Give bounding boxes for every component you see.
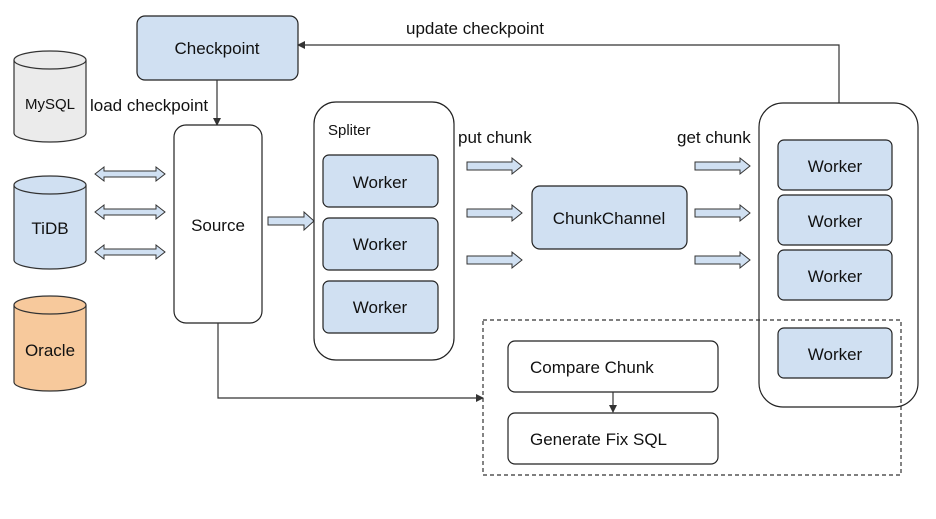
source-to-compare-arrow [217,323,484,402]
generate-fix-sql-box [507,412,719,465]
put-chunk-arrow-2 [466,203,523,223]
pool-worker-2 [777,194,893,246]
pool-worker-2-label: Worker [808,212,863,231]
put-chunk-label: put chunk [458,128,532,147]
compare-chunk-label: Compare Chunk [530,358,654,377]
load-checkpoint-label: load checkpoint [90,96,208,115]
pool-worker-4-label: Worker [808,345,863,364]
pool-worker-3-label: Worker [808,267,863,286]
oracle-label: Oracle [25,341,75,360]
spliter-worker-1-label: Worker [353,173,408,192]
update-checkpoint-label: update checkpoint [406,19,544,38]
db-source-double-arrow-3 [94,243,166,261]
get-chunk-arrow-2 [694,203,751,223]
source-to-spliter-arrow [267,210,315,232]
spliter-worker-3-label: Worker [353,298,408,317]
spliter-worker-1 [322,154,439,208]
tidb-database: TiDB [13,175,87,270]
mysql-database: MySQL [13,50,87,143]
put-chunk-arrow-1 [466,156,523,176]
oracle-database: Oracle [13,295,87,392]
put-chunk-arrow-3 [466,250,523,270]
get-chunk-arrow-1 [694,156,751,176]
checkpoint-label: Checkpoint [174,39,259,58]
pool-worker-4 [777,327,893,379]
pool-worker-3 [777,249,893,301]
spliter-worker-2-label: Worker [353,235,408,254]
source-label: Source [191,216,245,235]
tidb-label: TiDB [31,219,68,238]
mysql-label: MySQL [25,96,75,113]
pool-worker-1 [777,139,893,191]
get-chunk-label: get chunk [677,128,751,147]
spliter-worker-3 [322,280,439,334]
chunkchannel-box [531,185,688,250]
generate-fix-sql-label: Generate Fix SQL [530,430,667,449]
db-source-double-arrow-1 [94,165,166,183]
db-source-double-arrow-2 [94,203,166,221]
pool-worker-1-label: Worker [808,157,863,176]
update-checkpoint-arrow [297,41,840,103]
spliter-label: Spliter [328,122,371,139]
chunkchannel-label: ChunkChannel [553,209,665,228]
get-chunk-arrow-3 [694,250,751,270]
spliter-worker-2 [322,217,439,271]
